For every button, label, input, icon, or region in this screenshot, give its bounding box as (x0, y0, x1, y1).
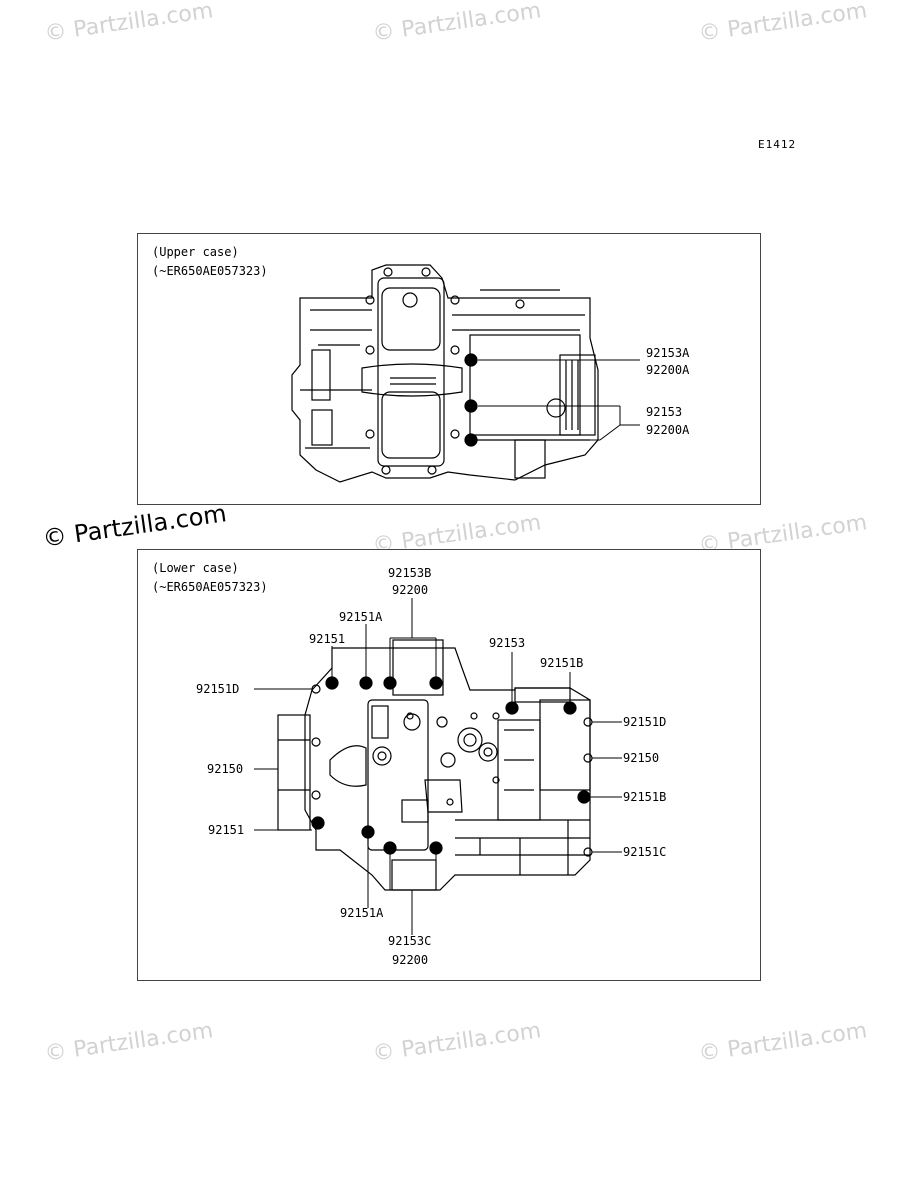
callout-92151C: 92151C (623, 845, 667, 859)
callout-92151B: 92151B (540, 656, 584, 670)
upper-bolt-markers (464, 353, 478, 447)
callout-92153A: 92153A (646, 346, 690, 360)
callout-92151A: 92151A (339, 610, 383, 624)
upper-crankcase-drawing (291, 264, 599, 483)
callout-92200A: 92200A (646, 423, 690, 437)
lower-case-title: (Lower case) (152, 561, 239, 575)
lower-case-range: (~ER650AE057323) (152, 580, 268, 594)
lower-leader-lines (254, 598, 622, 935)
upper-case-panel (137, 233, 761, 505)
callout-92200: 92200 (392, 583, 429, 597)
lower-case-panel (137, 549, 761, 981)
callout-92150: 92150 (207, 762, 244, 776)
diagram-reference-code: E1412 (758, 138, 797, 151)
callout-92151: 92151 (309, 632, 346, 646)
upper-case-range: (~ER650AE057323) (152, 264, 268, 278)
lower-bolt-rings (311, 684, 593, 857)
upper-case-title: (Upper case) (152, 245, 239, 259)
callout-92151A: 92151A (340, 906, 384, 920)
callout-92153C: 92153C (388, 934, 432, 948)
callout-92151D: 92151D (196, 682, 240, 696)
callout-92153: 92153 (489, 636, 526, 650)
callout-92151: 92151 (208, 823, 245, 837)
callout-92151D: 92151D (623, 715, 667, 729)
lower-bolt-markers (311, 676, 591, 855)
callout-92150: 92150 (623, 751, 660, 765)
lower-crankcase-drawing (277, 639, 591, 891)
callout-92153B: 92153B (388, 566, 432, 580)
callout-92153: 92153 (646, 405, 683, 419)
callout-92200: 92200 (392, 953, 429, 967)
callout-92151B: 92151B (623, 790, 667, 804)
upper-leader-lines (478, 359, 640, 441)
callout-92200A: 92200A (646, 363, 690, 377)
